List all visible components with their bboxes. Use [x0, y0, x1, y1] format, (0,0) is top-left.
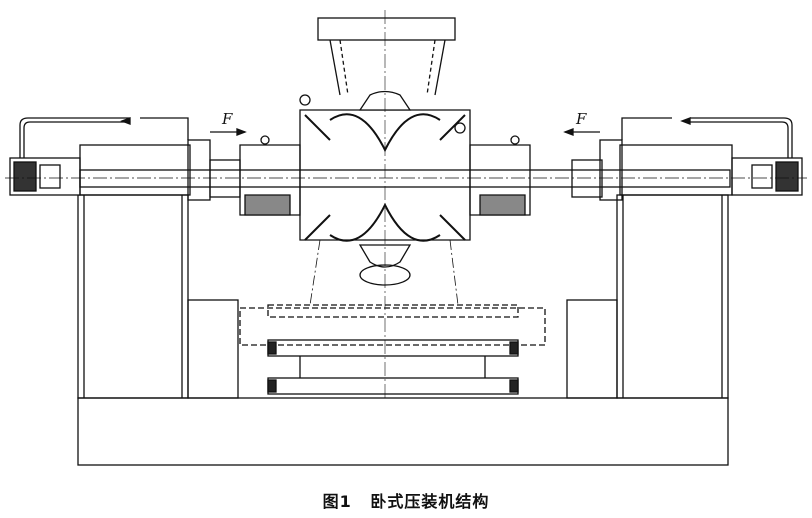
force-arrow-right — [563, 128, 600, 136]
right-frame — [566, 194, 729, 399]
figure-title: 卧式压装机结构 — [370, 492, 490, 511]
rotor-shaft — [5, 159, 807, 198]
oil-flow-arrow-right — [680, 117, 691, 125]
machine-base — [77, 397, 729, 466]
left-frame — [77, 194, 239, 399]
figure-caption: 图1 卧式压装机结构 — [0, 488, 812, 512]
left-hydraulic-cylinder — [9, 117, 211, 201]
lower-support-fixture — [239, 304, 546, 395]
force-arrow-left — [210, 128, 247, 136]
force-label-right: F — [576, 110, 587, 128]
force-label-left: F — [222, 110, 233, 128]
right-hydraulic-cylinder — [599, 117, 803, 201]
inlet-nozzle — [317, 17, 456, 96]
figure-number: 图1 — [322, 492, 352, 511]
oil-flow-arrow-left — [120, 117, 131, 125]
